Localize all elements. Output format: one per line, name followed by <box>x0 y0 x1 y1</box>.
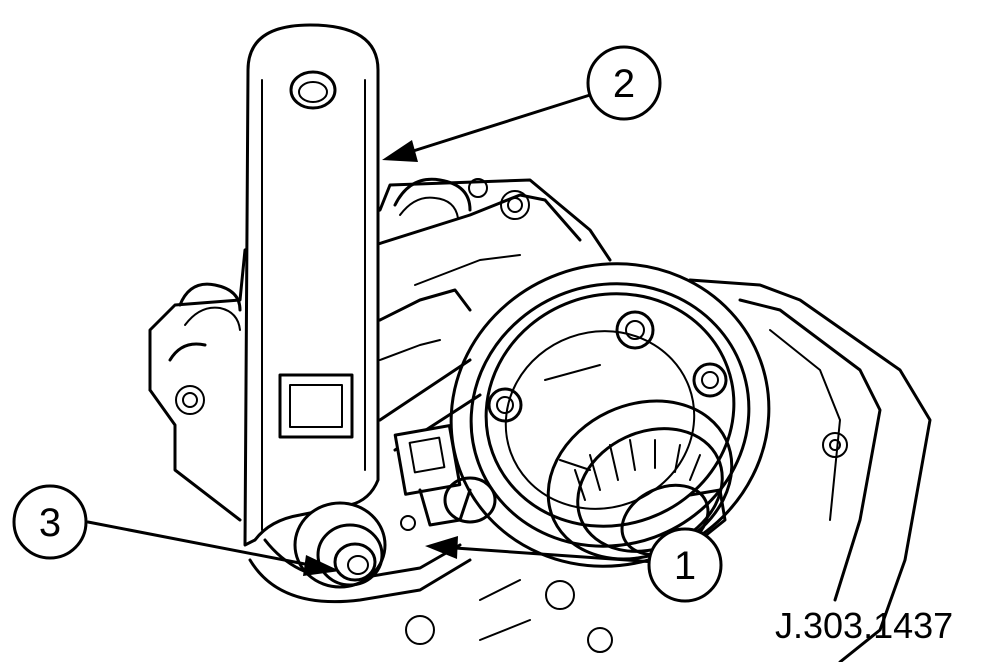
callout-label-2: 2 <box>613 62 635 106</box>
callout-label-1: 1 <box>674 544 696 588</box>
chain-tensioner <box>393 424 497 527</box>
callout-label-3: 3 <box>39 501 61 545</box>
tool-lever-arm <box>243 23 380 547</box>
callout-2: 2 <box>586 45 662 121</box>
figure-reference-number: J.303.1437 <box>775 605 954 646</box>
cylinder-head <box>148 177 612 522</box>
tool-socket <box>293 501 416 589</box>
callout-1: 1 <box>647 527 723 603</box>
lower-bolts <box>405 579 613 653</box>
leader-line-2 <box>382 93 592 162</box>
camshaft-sprocket <box>484 292 736 528</box>
timing-cover <box>688 278 932 662</box>
callout-3: 3 <box>12 484 88 560</box>
leader-line-3 <box>86 520 340 576</box>
leader-line-1 <box>425 536 657 564</box>
